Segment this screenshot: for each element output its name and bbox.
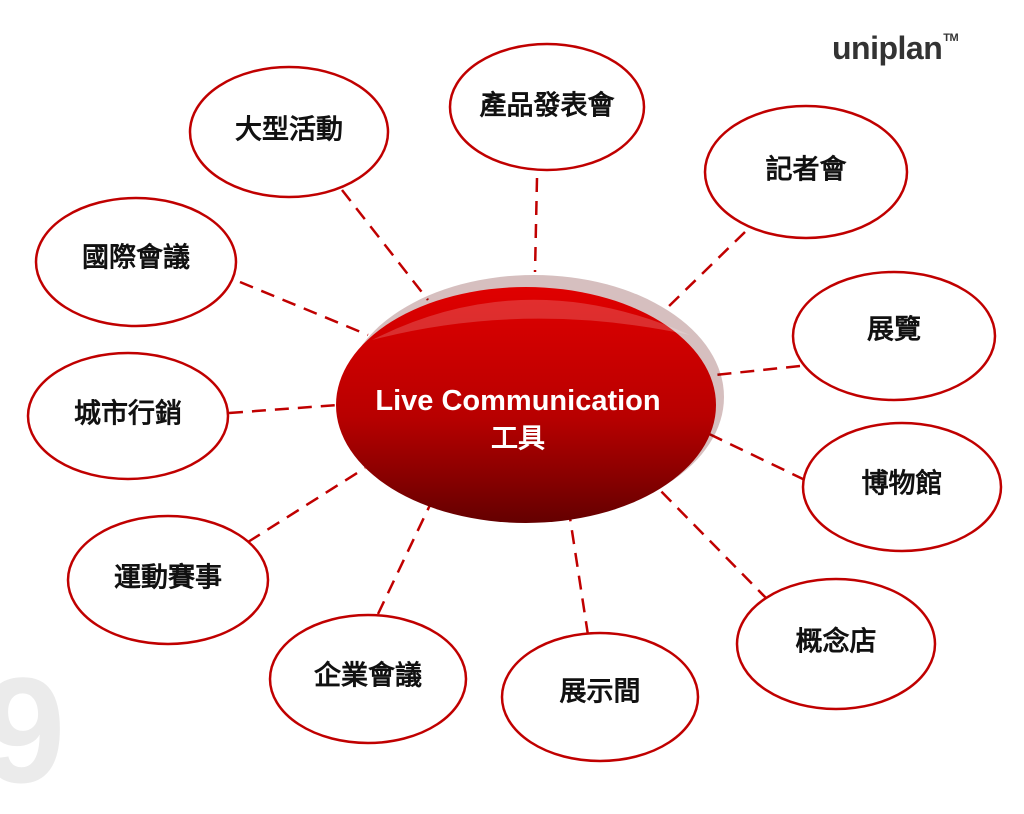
- connector-city-marketing: [228, 403, 339, 415]
- node-corporate-meeting[interactable]: 企業會議: [268, 613, 468, 745]
- node-large-event[interactable]: 大型活動: [188, 65, 390, 199]
- connector-sports-event: [247, 466, 366, 544]
- node-label-concept-store: 概念店: [796, 626, 877, 658]
- node-sports-event[interactable]: 運動賽事: [66, 514, 270, 646]
- node-international-conference[interactable]: 國際會議: [34, 196, 238, 328]
- center-ellipse: [336, 287, 716, 523]
- center-subtitle: 工具: [491, 424, 545, 455]
- connector-large-event: [341, 189, 429, 301]
- connector-showroom: [568, 517, 590, 636]
- connector-museum: [704, 430, 806, 482]
- logo-text: uniplan: [832, 30, 943, 66]
- center-hub: Live Communication 工具: [336, 275, 724, 523]
- node-product-launch[interactable]: 產品發表會: [448, 42, 646, 172]
- node-label-sports-event: 運動賽事: [114, 562, 222, 594]
- node-city-marketing[interactable]: 城市行銷: [26, 351, 230, 481]
- connector-product-launch: [533, 177, 539, 273]
- connector-international-conference: [239, 280, 369, 337]
- node-label-museum: 博物館: [862, 468, 943, 500]
- node-concept-store[interactable]: 概念店: [735, 577, 937, 711]
- connector-concept-store: [651, 481, 769, 601]
- node-label-city-marketing: 城市行銷: [74, 398, 182, 430]
- page-number: 9: [0, 646, 66, 814]
- center-highlight: [372, 299, 690, 340]
- connector-corporate-meeting: [376, 504, 432, 615]
- connector-press-conference: [664, 231, 746, 311]
- node-label-international-conference: 國際會議: [82, 242, 190, 274]
- node-label-product-launch: 產品發表會: [480, 90, 616, 122]
- node-label-showroom: 展示間: [560, 677, 641, 708]
- mind-map-diagram: Live Communication 工具 產品發表會 記者會 展覽 博物館 概…: [26, 42, 1003, 763]
- node-label-exhibition: 展覽: [867, 315, 921, 346]
- node-press-conference[interactable]: 記者會: [703, 104, 909, 240]
- node-showroom[interactable]: 展示間: [500, 631, 700, 763]
- trademark-mark: TM: [943, 32, 959, 45]
- connector-exhibition: [714, 364, 801, 377]
- node-label-large-event: 大型活動: [235, 115, 343, 146]
- center-title: Live Communication: [375, 385, 660, 417]
- node-museum[interactable]: 博物館: [801, 421, 1003, 553]
- connector-lines: [228, 177, 806, 636]
- node-label-press-conference: 記者會: [766, 154, 848, 186]
- node-label-corporate-meeting: 企業會議: [314, 660, 422, 692]
- node-exhibition[interactable]: 展覽: [791, 270, 997, 402]
- uniplan-logo: uniplanTM: [832, 30, 959, 67]
